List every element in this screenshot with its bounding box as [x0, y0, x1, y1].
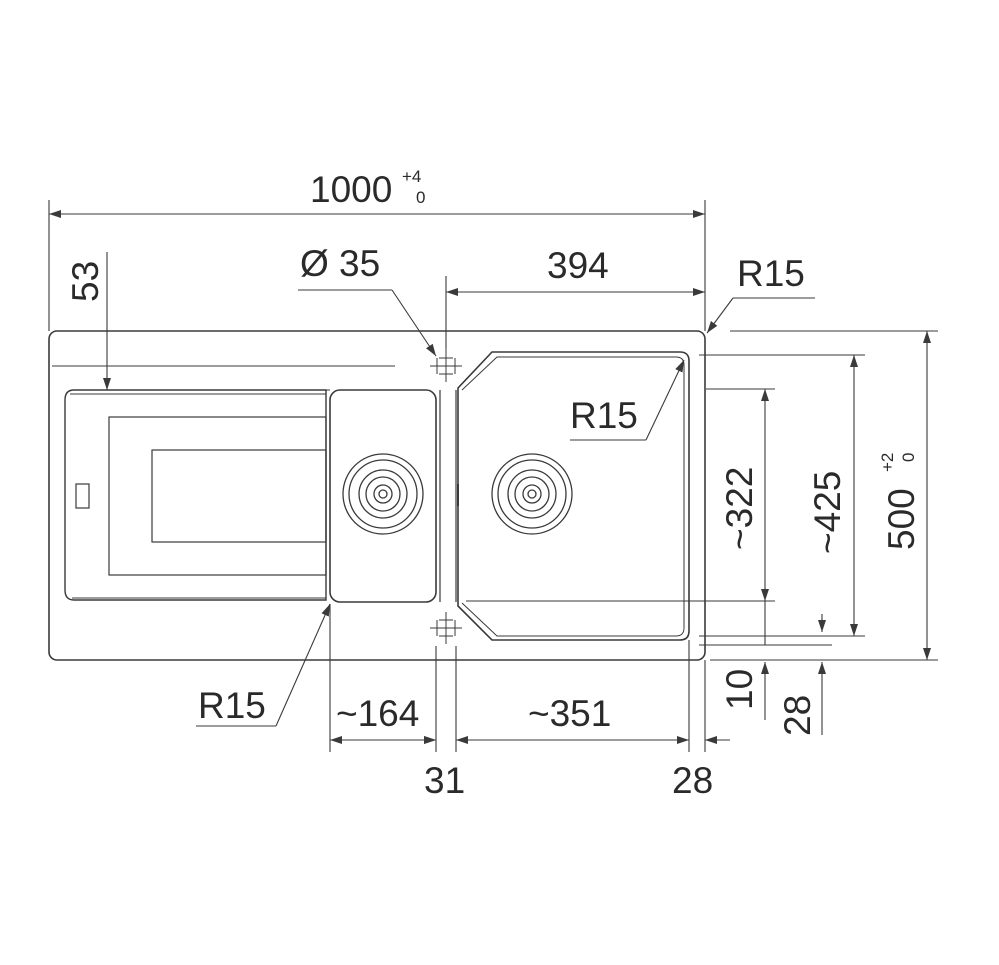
main-bowl-width-label: 394	[547, 245, 609, 286]
dimension-lines	[48, 200, 938, 752]
overall-width-value: 1000	[310, 169, 392, 210]
bowl-depth-label: ~322	[719, 467, 760, 550]
bowl-divider	[439, 390, 459, 602]
tap-hole-label: Ø 35	[300, 243, 380, 284]
overall-depth-tol-upper: +2	[878, 453, 897, 472]
main-bowl-strainer	[491, 453, 573, 535]
bottom-offset-2-label: 28	[777, 695, 818, 736]
overall-width-tol-upper: +4	[402, 167, 421, 186]
small-bowl-width-label: ~164	[336, 693, 419, 734]
small-bowl-strainer	[342, 453, 424, 535]
tap-hole-marker-top	[430, 348, 462, 382]
main-bowl-inner-width-label: ~351	[528, 693, 611, 734]
overall-width-tol-lower: 0	[416, 188, 425, 207]
gap-between-bowls-label: 31	[424, 760, 465, 801]
tap-hole-marker-bottom	[430, 612, 462, 644]
overall-depth-value: 500	[881, 488, 922, 550]
radius-label-top-right: R15	[737, 253, 805, 294]
sink-outline	[48, 330, 706, 661]
radius-label-bowl: R15	[570, 395, 638, 436]
drainer-area	[64, 389, 327, 601]
right-margin-label: 28	[672, 760, 713, 801]
radius-label-bottom-left: R15	[198, 685, 266, 726]
overall-depth-tol-lower: 0	[899, 453, 918, 462]
bowl-inner-depth-label: ~425	[807, 471, 848, 554]
edge-offset-label: 53	[65, 261, 106, 302]
small-bowl	[326, 389, 437, 603]
dimension-labels: 1000 +4 0 Ø 35 394 R15 R15 R15 53 ~322 ~…	[65, 167, 922, 801]
main-bowl	[457, 351, 690, 641]
bottom-offset-1-label: 10	[719, 669, 760, 710]
